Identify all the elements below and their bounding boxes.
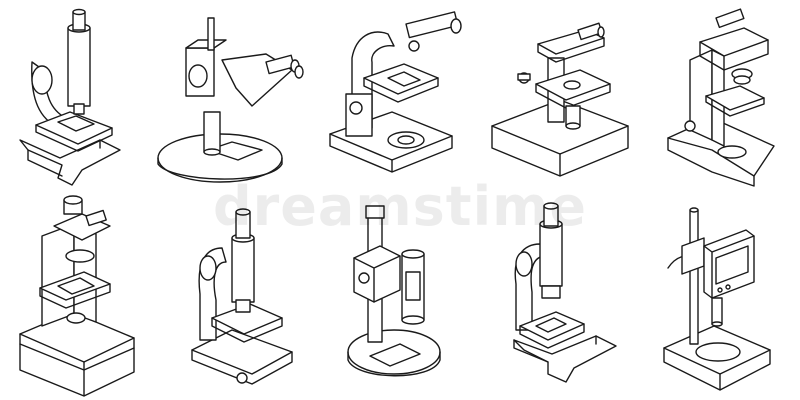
microscope-icon-10 xyxy=(663,207,771,391)
microscope-icon-1 xyxy=(19,8,121,186)
microscope-icon-3 xyxy=(329,11,462,173)
microscope-icon-9 xyxy=(513,202,617,383)
microscope-icon-2 xyxy=(157,17,304,183)
microscope-icon-6 xyxy=(19,195,135,397)
microscope-icon-5 xyxy=(667,8,775,187)
microscope-icon-7 xyxy=(191,208,293,385)
microscope-icon-4 xyxy=(491,22,629,177)
microscope-icon-8 xyxy=(347,205,441,377)
